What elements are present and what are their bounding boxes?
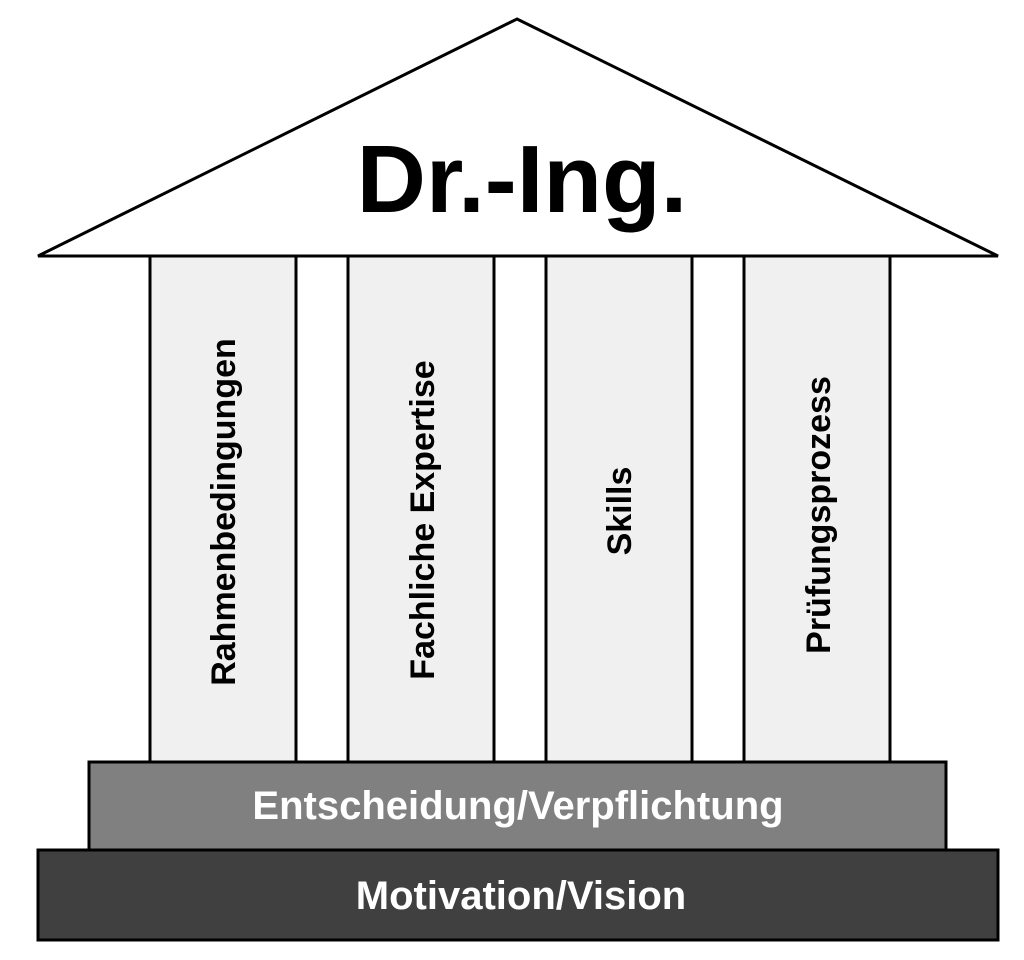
pillar-body (346, 254, 496, 764)
lower-step-body (36, 848, 1000, 942)
pillars: Rahmenbedingungen Fachliche Expertise Sk… (148, 254, 892, 764)
upper-step: Entscheidung/Verpflichtung (87, 760, 948, 852)
pillar-fachliche-expertise: Fachliche Expertise (346, 254, 496, 764)
pillar-body (544, 254, 694, 764)
pillar-skills: Skills (544, 254, 694, 764)
pillar-body (148, 254, 298, 764)
lower-step-label: Motivation/Vision (356, 874, 686, 918)
pillar-rahmenbedingungen: Rahmenbedingungen (148, 254, 298, 764)
roof-triangle (37, 17, 999, 258)
pillar-label: Skills (601, 467, 639, 556)
pillar-label: Rahmenbedingungen (205, 338, 243, 686)
lower-step: Motivation/Vision (36, 848, 1000, 942)
foundation: Entscheidung/Verpflichtung Motivation/Vi… (36, 760, 1000, 942)
roof: Dr.-Ing. (37, 17, 999, 258)
roof-title: Dr.-Ing. (357, 126, 688, 233)
pillar-body (742, 254, 892, 764)
upper-step-body (87, 760, 948, 852)
upper-step-label: Entscheidung/Verpflichtung (252, 784, 783, 828)
pillar-label: Prüfungsprozess (800, 376, 838, 654)
pillar-label: Fachliche Expertise (404, 360, 442, 679)
pillar-pruefungsprozess: Prüfungsprozess (742, 254, 892, 764)
